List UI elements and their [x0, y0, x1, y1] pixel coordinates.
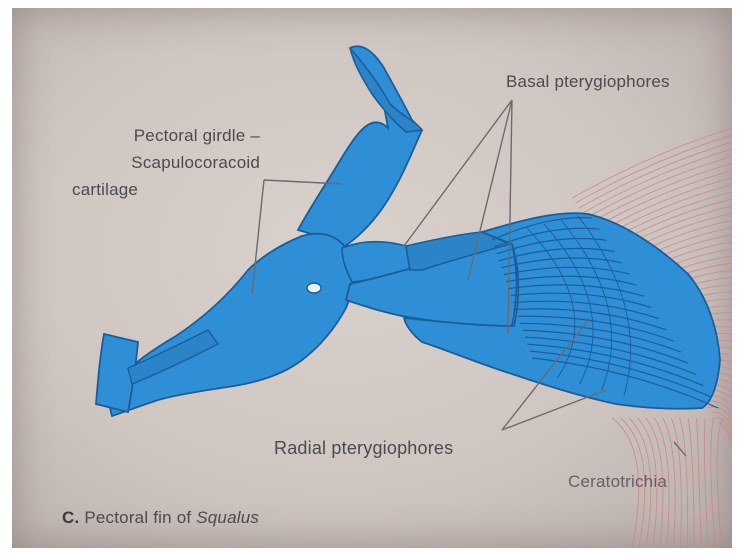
ceratotrichia-fiber: [688, 418, 694, 548]
figure-caption: C. Pectoral fin of Squalus: [62, 508, 259, 528]
textbook-page-photo: Pectoral girdle – Scapulocoracoid cartil…: [12, 8, 732, 548]
ceratotrichia-fiber: [592, 171, 732, 229]
ceratotrichia-fiber: [705, 401, 732, 412]
label-radial-pterygiophores: Radial pterygiophores: [274, 438, 453, 459]
ceratotrichia-fiber: [704, 418, 708, 548]
coracoid-body: [110, 234, 353, 416]
ceratotrichia-fiber: [572, 128, 732, 198]
ceratotrichia-fiber: [717, 418, 722, 548]
label-pectoral-girdle-line2: Scapulocoracoid: [70, 149, 260, 176]
ceratotrichia-fiber: [715, 418, 732, 434]
label-pectoral-girdle: Pectoral girdle – Scapulocoracoid cartil…: [70, 122, 260, 203]
scapular-process: [298, 46, 422, 248]
ceratotrichia-fiber: [575, 135, 732, 203]
label-basal-pterygiophores: Basal pterygiophores: [506, 72, 670, 92]
caption-text: Pectoral fin of: [84, 508, 191, 527]
leader-basal-1: [404, 100, 512, 246]
girdle-foramen: [307, 283, 321, 293]
caption-genus: Squalus: [196, 508, 259, 527]
label-pectoral-girdle-line1: Pectoral girdle –: [70, 122, 260, 149]
ceratotrichia-fiber: [719, 423, 732, 441]
label-pectoral-girdle-line3: cartilage: [70, 176, 260, 203]
label-ceratotrichia: Ceratotrichia: [568, 472, 667, 492]
ceratotrichia-fiber: [697, 418, 702, 548]
ceratotrichia-fiber: [589, 164, 732, 224]
ceratotrichia-fiber: [585, 156, 732, 218]
ceratotrichia-fiber: [671, 418, 681, 548]
caption-letter: C.: [62, 508, 79, 527]
ceratotrichia-fiber: [711, 418, 715, 548]
